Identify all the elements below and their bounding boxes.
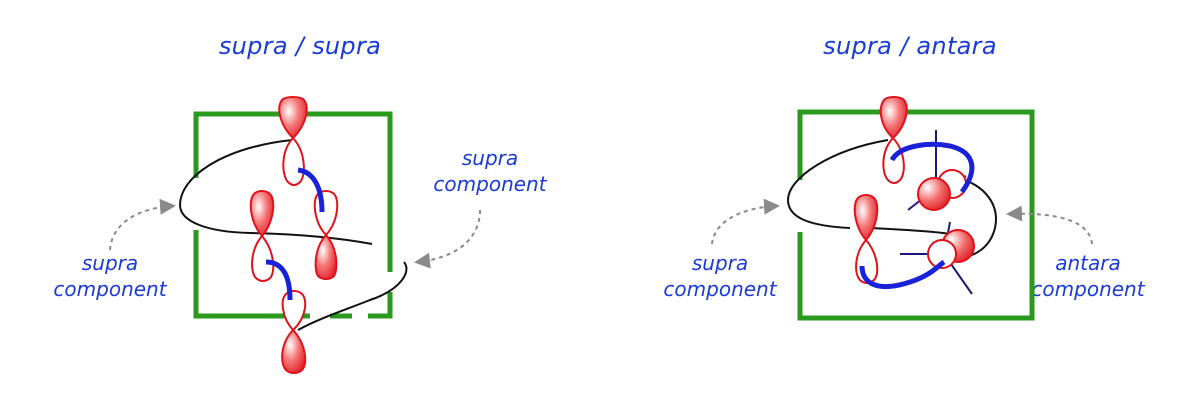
right-bonds (859, 141, 975, 290)
orbital-lobe-filled (249, 190, 275, 238)
right-panel-left-label-line2: component (663, 277, 777, 301)
orbital-lobe-filled (853, 194, 879, 242)
left-orbitals (249, 96, 339, 374)
right-panel-left-label: supra component (650, 250, 790, 302)
left-chain (178, 139, 408, 331)
left-arrows (109, 198, 481, 269)
orbital-lobe-open (282, 136, 305, 186)
left-panel-left-label-line2: component (53, 277, 167, 301)
right-panel-title: supra / antara (823, 32, 997, 60)
right-panel-right-label: antara component (1018, 250, 1158, 302)
orbital-lobe-filled (879, 96, 908, 140)
right-panel-right-label-line1: antara (1055, 251, 1121, 275)
right-spheres (917, 169, 975, 269)
left-bonds (265, 167, 325, 301)
sphere-lobe-open (927, 239, 957, 269)
orbital-lobe-open (281, 290, 307, 332)
left-panel-left-label-line1: supra (81, 251, 139, 275)
right-panel (711, 96, 1093, 321)
orbital-lobe-filled (281, 328, 307, 374)
right-arrows (711, 198, 1093, 245)
left-panel-right-label: supra component (420, 145, 560, 197)
right-panel-right-label-line2: component (1031, 277, 1145, 301)
left-panel (109, 96, 481, 374)
left-panel-right-label-line2: component (433, 172, 547, 196)
left-panel-title: supra / supra (218, 32, 382, 60)
right-panel-left-label-line1: supra (691, 251, 749, 275)
sphere-lobe-filled (917, 177, 951, 211)
left-panel-right-label-line1: supra (461, 146, 519, 170)
orbital-lobe-filled (314, 233, 338, 280)
orbital-lobe-open (313, 190, 339, 237)
orbital-lobe-filled (278, 96, 308, 140)
right-frame (797, 109, 1035, 321)
right-orbitals (853, 96, 908, 284)
orbital-lobe-open (251, 234, 275, 282)
left-panel-left-label: supra component (40, 250, 180, 302)
